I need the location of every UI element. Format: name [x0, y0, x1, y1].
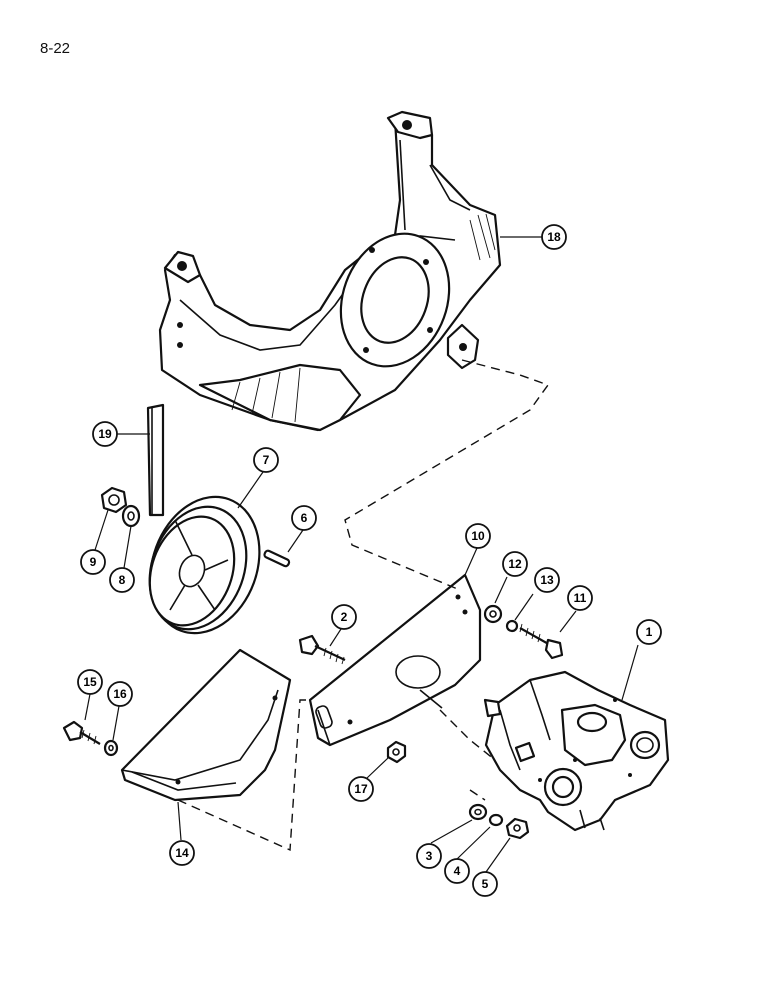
belt-shield: [120, 648, 292, 802]
callout-2: 2: [331, 604, 357, 630]
svg-text:15: 15: [83, 675, 97, 689]
svg-text:13: 13: [540, 573, 554, 587]
bolt-11: [519, 623, 564, 660]
pulley: [148, 495, 261, 635]
washer-16: [103, 739, 119, 757]
callout-12: 12: [502, 551, 528, 577]
callout-17: 17: [348, 776, 374, 802]
page-number: 8-22: [40, 40, 71, 57]
alignment-line-housing-plate: [344, 359, 550, 591]
nut-5: [505, 817, 530, 840]
drive-belt: [146, 403, 165, 517]
svg-text:16: 16: [113, 687, 127, 701]
svg-text:14: 14: [175, 846, 189, 860]
leader-lines: [84, 236, 639, 873]
bolt-15: [62, 720, 101, 745]
svg-text:11: 11: [574, 591, 587, 605]
svg-text:2: 2: [341, 610, 348, 624]
svg-text:10: 10: [471, 529, 485, 543]
callout-18: 18: [541, 224, 567, 250]
svg-text:7: 7: [263, 453, 270, 467]
lock-washer-13: [505, 619, 519, 633]
callout-14: 14: [169, 840, 195, 866]
svg-text:8: 8: [119, 573, 126, 587]
alignment-line-plate-pump: [439, 709, 496, 761]
woodruff-key: [263, 549, 291, 568]
svg-text:12: 12: [508, 557, 522, 571]
callout-1: 1: [636, 619, 662, 645]
svg-text:18: 18: [547, 230, 561, 244]
callout-3: 3: [416, 843, 442, 869]
callout-7: 7: [253, 447, 279, 473]
callouts: 1 2 3 4 5 6 7 8 9 10 11 12 13 14 15 16 1…: [77, 224, 662, 897]
washer-8: [121, 504, 141, 528]
callout-6: 6: [291, 505, 317, 531]
nut-17: [386, 740, 407, 764]
hydraulic-pump: [483, 670, 670, 832]
callout-5: 5: [472, 871, 498, 897]
svg-text:3: 3: [426, 849, 433, 863]
washer-12: [483, 604, 503, 624]
alignment-line-pump-nuts: [469, 789, 486, 801]
alignment-line-shield-plate: [177, 699, 310, 852]
callout-16: 16: [107, 681, 133, 707]
callout-19: 19: [92, 421, 118, 447]
callout-13: 13: [534, 567, 560, 593]
mounting-plate: [308, 573, 482, 747]
svg-text:4: 4: [454, 864, 461, 878]
callout-8: 8: [109, 567, 135, 593]
svg-text:1: 1: [646, 625, 653, 639]
nut-9: [100, 486, 128, 514]
callout-11: 11: [567, 585, 593, 611]
lock-washer-4: [488, 813, 504, 827]
callout-10: 10: [465, 523, 491, 549]
callout-4: 4: [444, 858, 470, 884]
svg-text:9: 9: [90, 555, 97, 569]
svg-text:5: 5: [482, 877, 489, 891]
svg-text:6: 6: [301, 511, 308, 525]
svg-text:17: 17: [354, 782, 368, 796]
callout-15: 15: [77, 669, 103, 695]
bolt-2: [298, 634, 346, 665]
callout-9: 9: [80, 549, 106, 575]
housing-bracket: [158, 110, 502, 432]
svg-text:19: 19: [98, 427, 112, 441]
washer-3: [468, 803, 488, 821]
